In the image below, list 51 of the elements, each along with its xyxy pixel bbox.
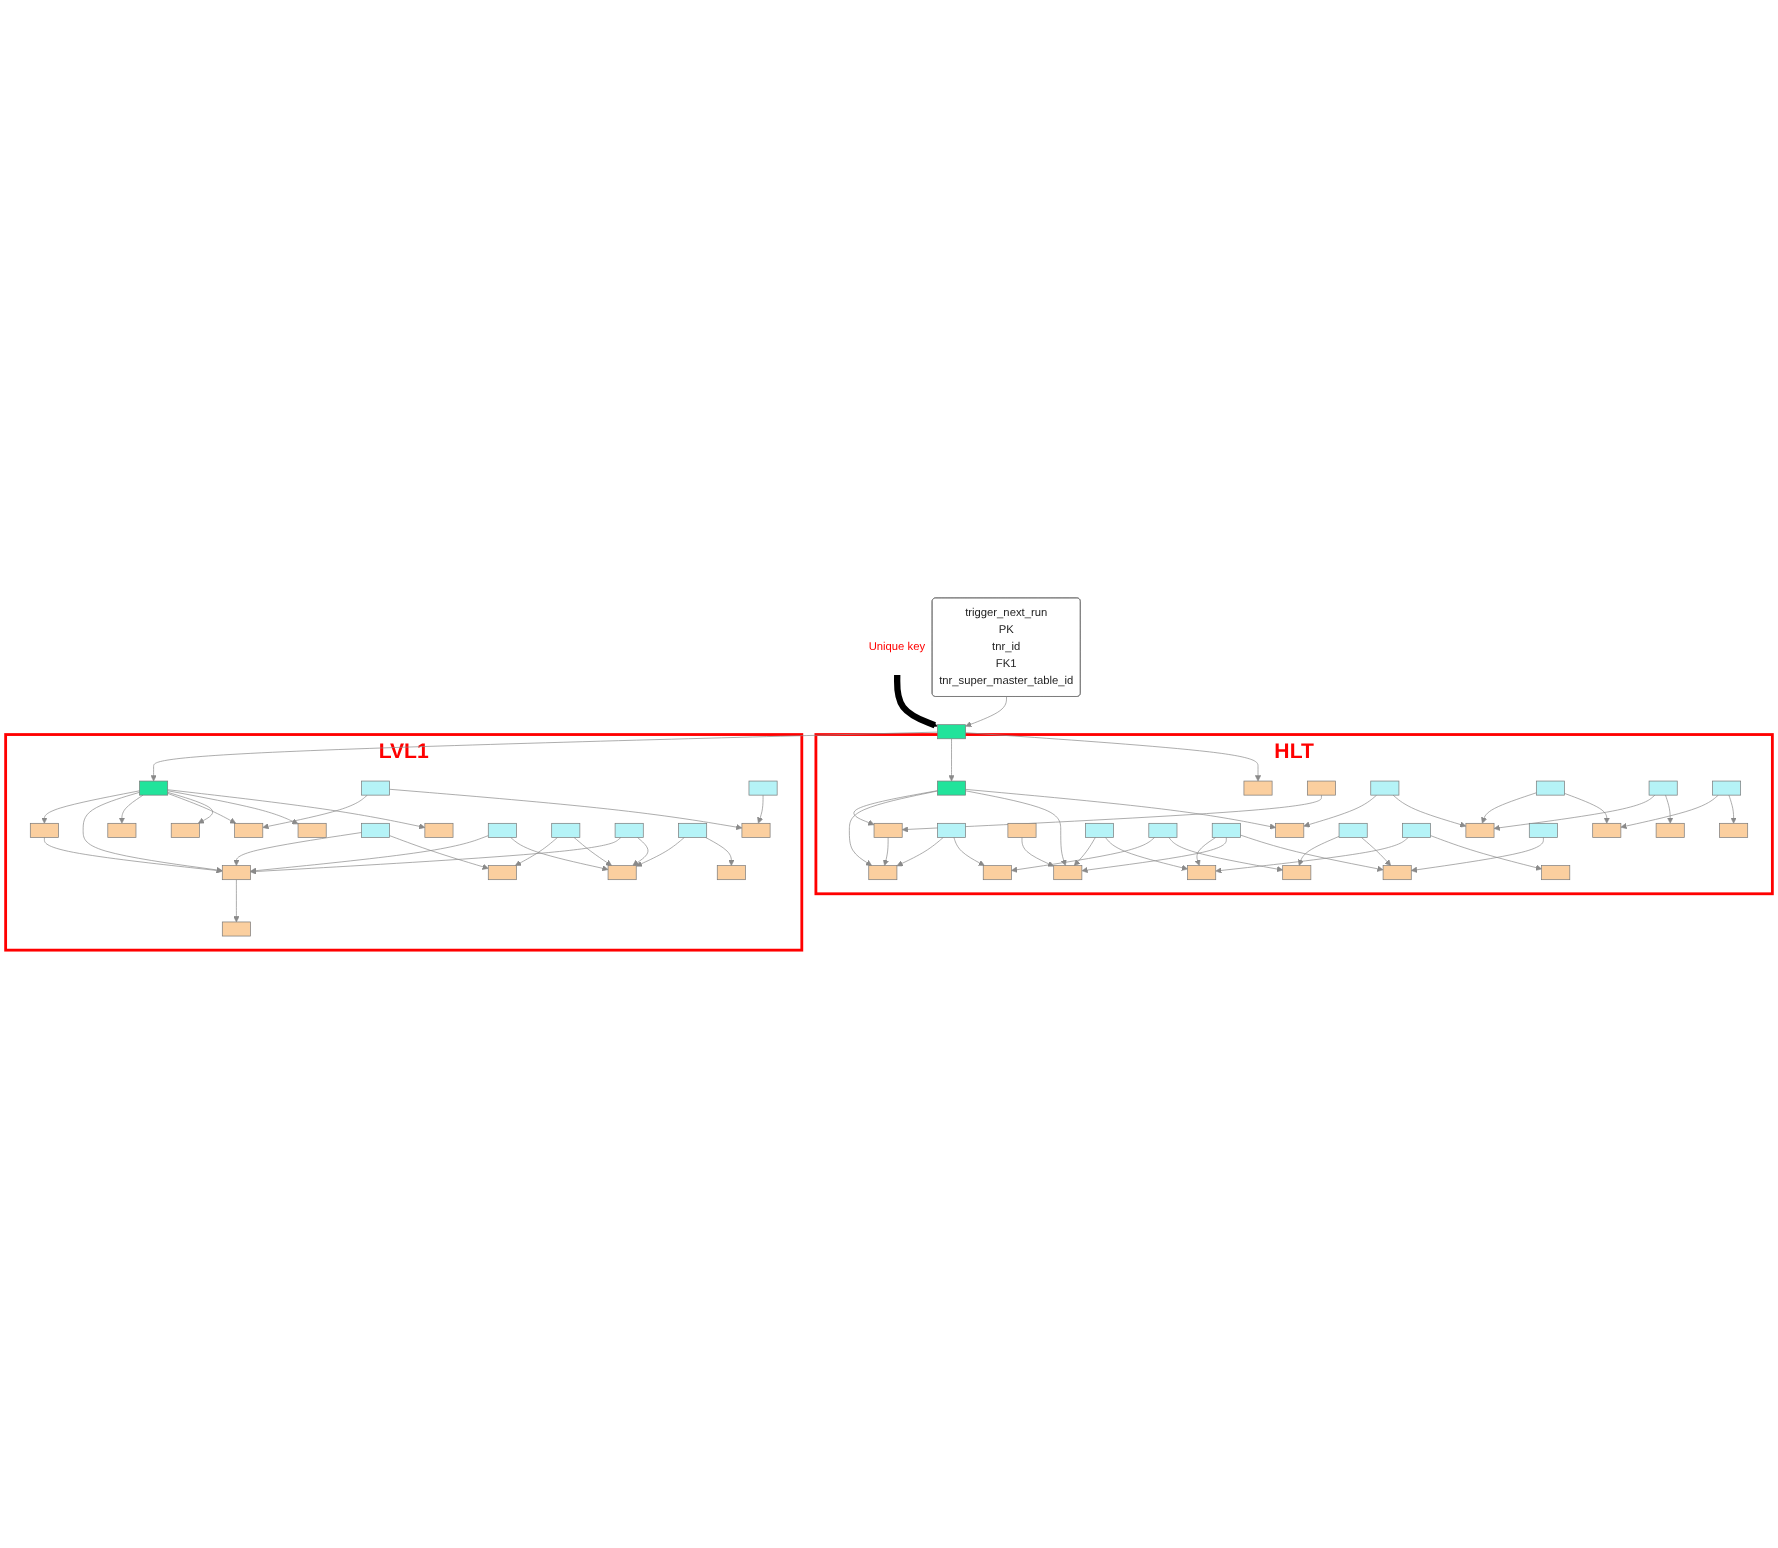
node-box <box>1592 822 1622 838</box>
node-box <box>748 780 778 796</box>
node-box <box>868 865 898 881</box>
node-box <box>29 822 59 838</box>
node-box <box>1007 822 1037 838</box>
node-box <box>1275 822 1305 838</box>
node-box <box>937 780 966 796</box>
node-box <box>361 780 390 796</box>
node-box <box>1370 780 1400 796</box>
node-box <box>1382 865 1412 881</box>
node-box <box>1712 780 1741 796</box>
node-box <box>716 865 746 881</box>
node-box <box>1648 780 1678 796</box>
cluster: LVL1 <box>4 733 804 952</box>
node-box <box>170 822 200 838</box>
node-box <box>139 780 169 796</box>
node-box <box>1243 780 1273 796</box>
arrow <box>894 674 938 729</box>
node-box <box>1053 865 1083 881</box>
node-box <box>234 822 264 838</box>
node-box <box>487 865 517 881</box>
node-box <box>741 822 771 838</box>
node-box <box>297 822 327 838</box>
node-box <box>1282 865 1312 881</box>
node-box <box>607 865 637 881</box>
node-box <box>1211 822 1241 838</box>
node-box <box>1402 822 1431 838</box>
node-box <box>221 865 251 881</box>
node-box <box>873 822 903 838</box>
node-box <box>937 724 966 740</box>
node-box <box>614 822 644 838</box>
node-box <box>1465 822 1495 838</box>
node-box <box>1148 822 1178 838</box>
node-box <box>487 822 517 838</box>
node-box <box>1655 822 1685 838</box>
node-box <box>361 822 390 838</box>
node-box <box>982 865 1012 881</box>
node-box <box>551 822 581 838</box>
node-box <box>1536 780 1565 796</box>
node-box <box>678 822 708 838</box>
node-box <box>107 822 137 838</box>
node-box <box>1528 822 1558 838</box>
node-box <box>1187 865 1217 881</box>
node-box <box>1338 822 1368 838</box>
node-box <box>221 921 251 937</box>
node-box <box>1541 865 1571 881</box>
node-box <box>937 822 966 838</box>
node-box <box>424 822 454 838</box>
node-box <box>1719 822 1749 838</box>
node-box <box>1307 780 1336 796</box>
node-box <box>1085 822 1114 838</box>
